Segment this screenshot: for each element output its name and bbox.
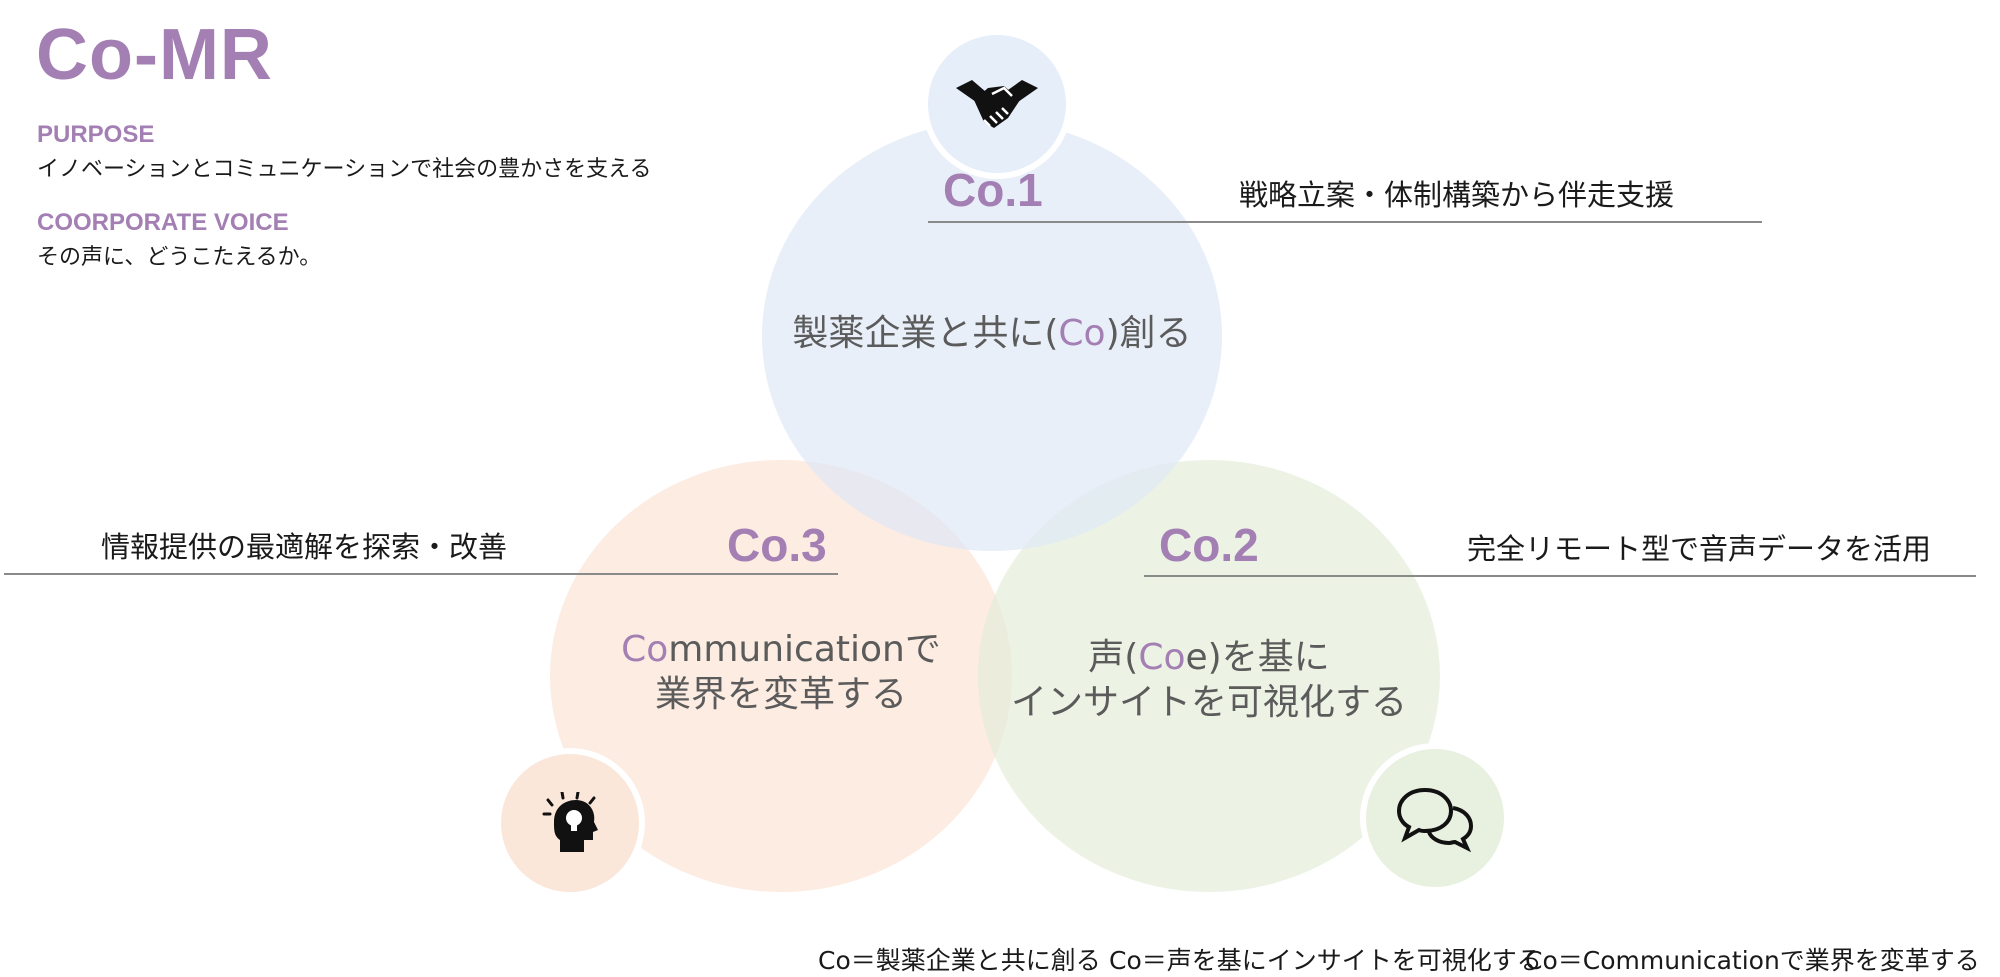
handshake-icon: [956, 80, 1038, 128]
co2-description: 完全リモート型で音声データを活用: [1467, 532, 1932, 566]
co1-center-text: 製薬企業と共に(Co)創る: [792, 313, 1192, 354]
voice-text: その声に、どうこたえるか。: [37, 245, 322, 270]
co3-icon-circle: [495, 748, 645, 898]
voice-label: COORPORATE VOICE: [37, 209, 289, 236]
purpose-label: PURPOSE: [37, 121, 155, 148]
co1-circle: [762, 121, 1222, 551]
brand-title: Co-MR: [36, 15, 273, 95]
co3-description: 情報提供の最適解を探索・改善: [101, 530, 508, 564]
co1-icon-circle: [922, 29, 1072, 179]
footer-item-2: Co＝声を基にインサイトを可視化する: [1109, 946, 1542, 975]
footer-item-3: Co＝Communicationで業界を変革する: [1525, 946, 1980, 975]
co2-icon-circle: [1360, 743, 1510, 893]
co1-description: 戦略立案・体制構築から伴走支援: [1239, 178, 1675, 212]
speech-bubbles-icon: [1396, 787, 1474, 852]
co2-underline: [1144, 575, 1976, 577]
co1-label: Co.1: [943, 164, 1043, 216]
purpose-text: イノベーションとコミュニケーションで社会の豊かさを支える: [37, 157, 652, 182]
co2-label: Co.2: [1159, 519, 1259, 571]
co2-center-text: 声(Coe)を基に インサイトを可視化する: [1010, 637, 1407, 723]
co3-label: Co.3: [727, 519, 827, 571]
co3-underline: [4, 573, 838, 575]
co1-underline: [928, 221, 1762, 223]
co3-center-text: Communicationで 業界を変革する: [621, 629, 941, 715]
lightbulb-head-icon: [542, 792, 598, 852]
footer-item-1: Co＝製薬企業と共に創る: [818, 946, 1101, 975]
